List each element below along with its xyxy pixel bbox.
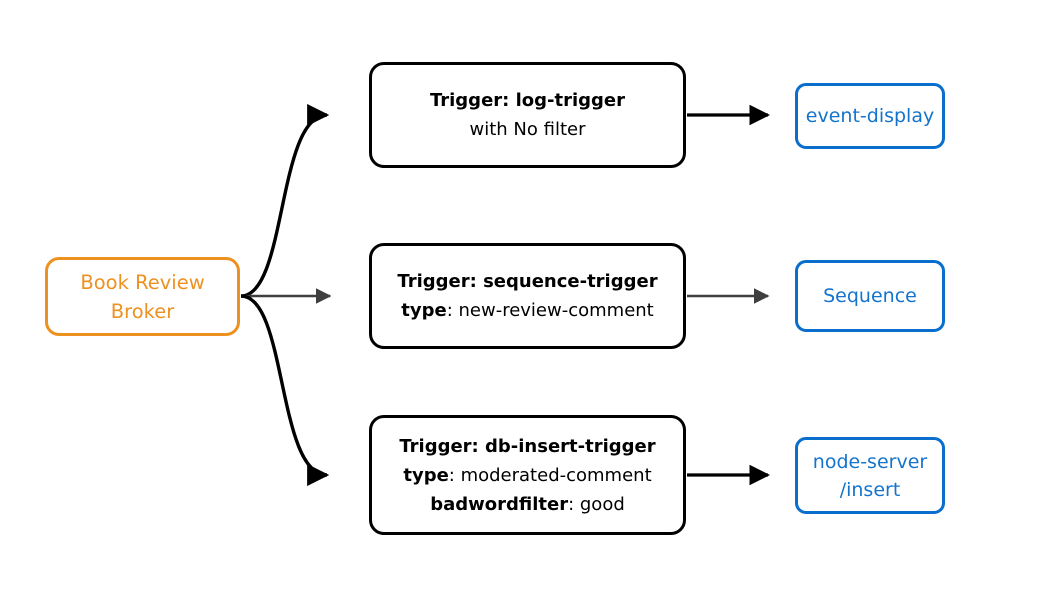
node-label-line: Broker <box>110 299 175 323</box>
trigger-key: type <box>403 464 449 486</box>
edge-broker-to-db-insert-trigger <box>240 294 330 486</box>
node-label-line: node-server <box>812 450 928 473</box>
trigger-line-2: type: moderated-comment <box>403 461 651 490</box>
trigger-value: : new-review-comment <box>446 300 654 321</box>
trigger-value: with No filter <box>469 119 586 140</box>
trigger-line-2: with No filter <box>470 115 586 144</box>
trigger-value: : good <box>568 493 625 515</box>
node-sink-event-display[interactable]: event-display <box>795 83 945 149</box>
trigger-key: badwordfilter <box>430 493 569 515</box>
trigger-line-3: badwordfilter: good <box>430 490 625 519</box>
node-label-line: event-display <box>805 105 935 127</box>
node-sink-node-server-insert[interactable]: node-server /insert <box>795 437 945 514</box>
trigger-key: Trigger: sequence-trigger <box>397 271 658 292</box>
edge-broker-to-log-trigger <box>240 104 330 298</box>
trigger-key: Trigger: db-insert-trigger <box>399 435 656 457</box>
trigger-key: type <box>401 300 447 321</box>
node-trigger-log-trigger[interactable]: Trigger: log-trigger with No filter <box>369 62 686 168</box>
trigger-line-1: Trigger: db-insert-trigger <box>399 432 655 461</box>
node-sink-sequence[interactable]: Sequence <box>795 260 945 332</box>
node-label-line: Book Review <box>80 270 205 294</box>
node-label-line: /insert <box>839 478 901 501</box>
trigger-line-1: Trigger: log-trigger <box>430 86 625 115</box>
trigger-line-2: type: new-review-comment <box>401 296 653 325</box>
trigger-key: Trigger: log-trigger <box>429 90 626 111</box>
trigger-line-1: Trigger: sequence-trigger <box>397 267 657 296</box>
trigger-value: : moderated-comment <box>448 464 652 486</box>
node-book-review-broker[interactable]: Book Review Broker <box>45 257 240 336</box>
node-trigger-db-insert-trigger[interactable]: Trigger: db-insert-trigger type: moderat… <box>369 415 686 535</box>
node-label-line: Sequence <box>823 285 917 307</box>
node-trigger-sequence-trigger[interactable]: Trigger: sequence-trigger type: new-revi… <box>369 243 686 349</box>
